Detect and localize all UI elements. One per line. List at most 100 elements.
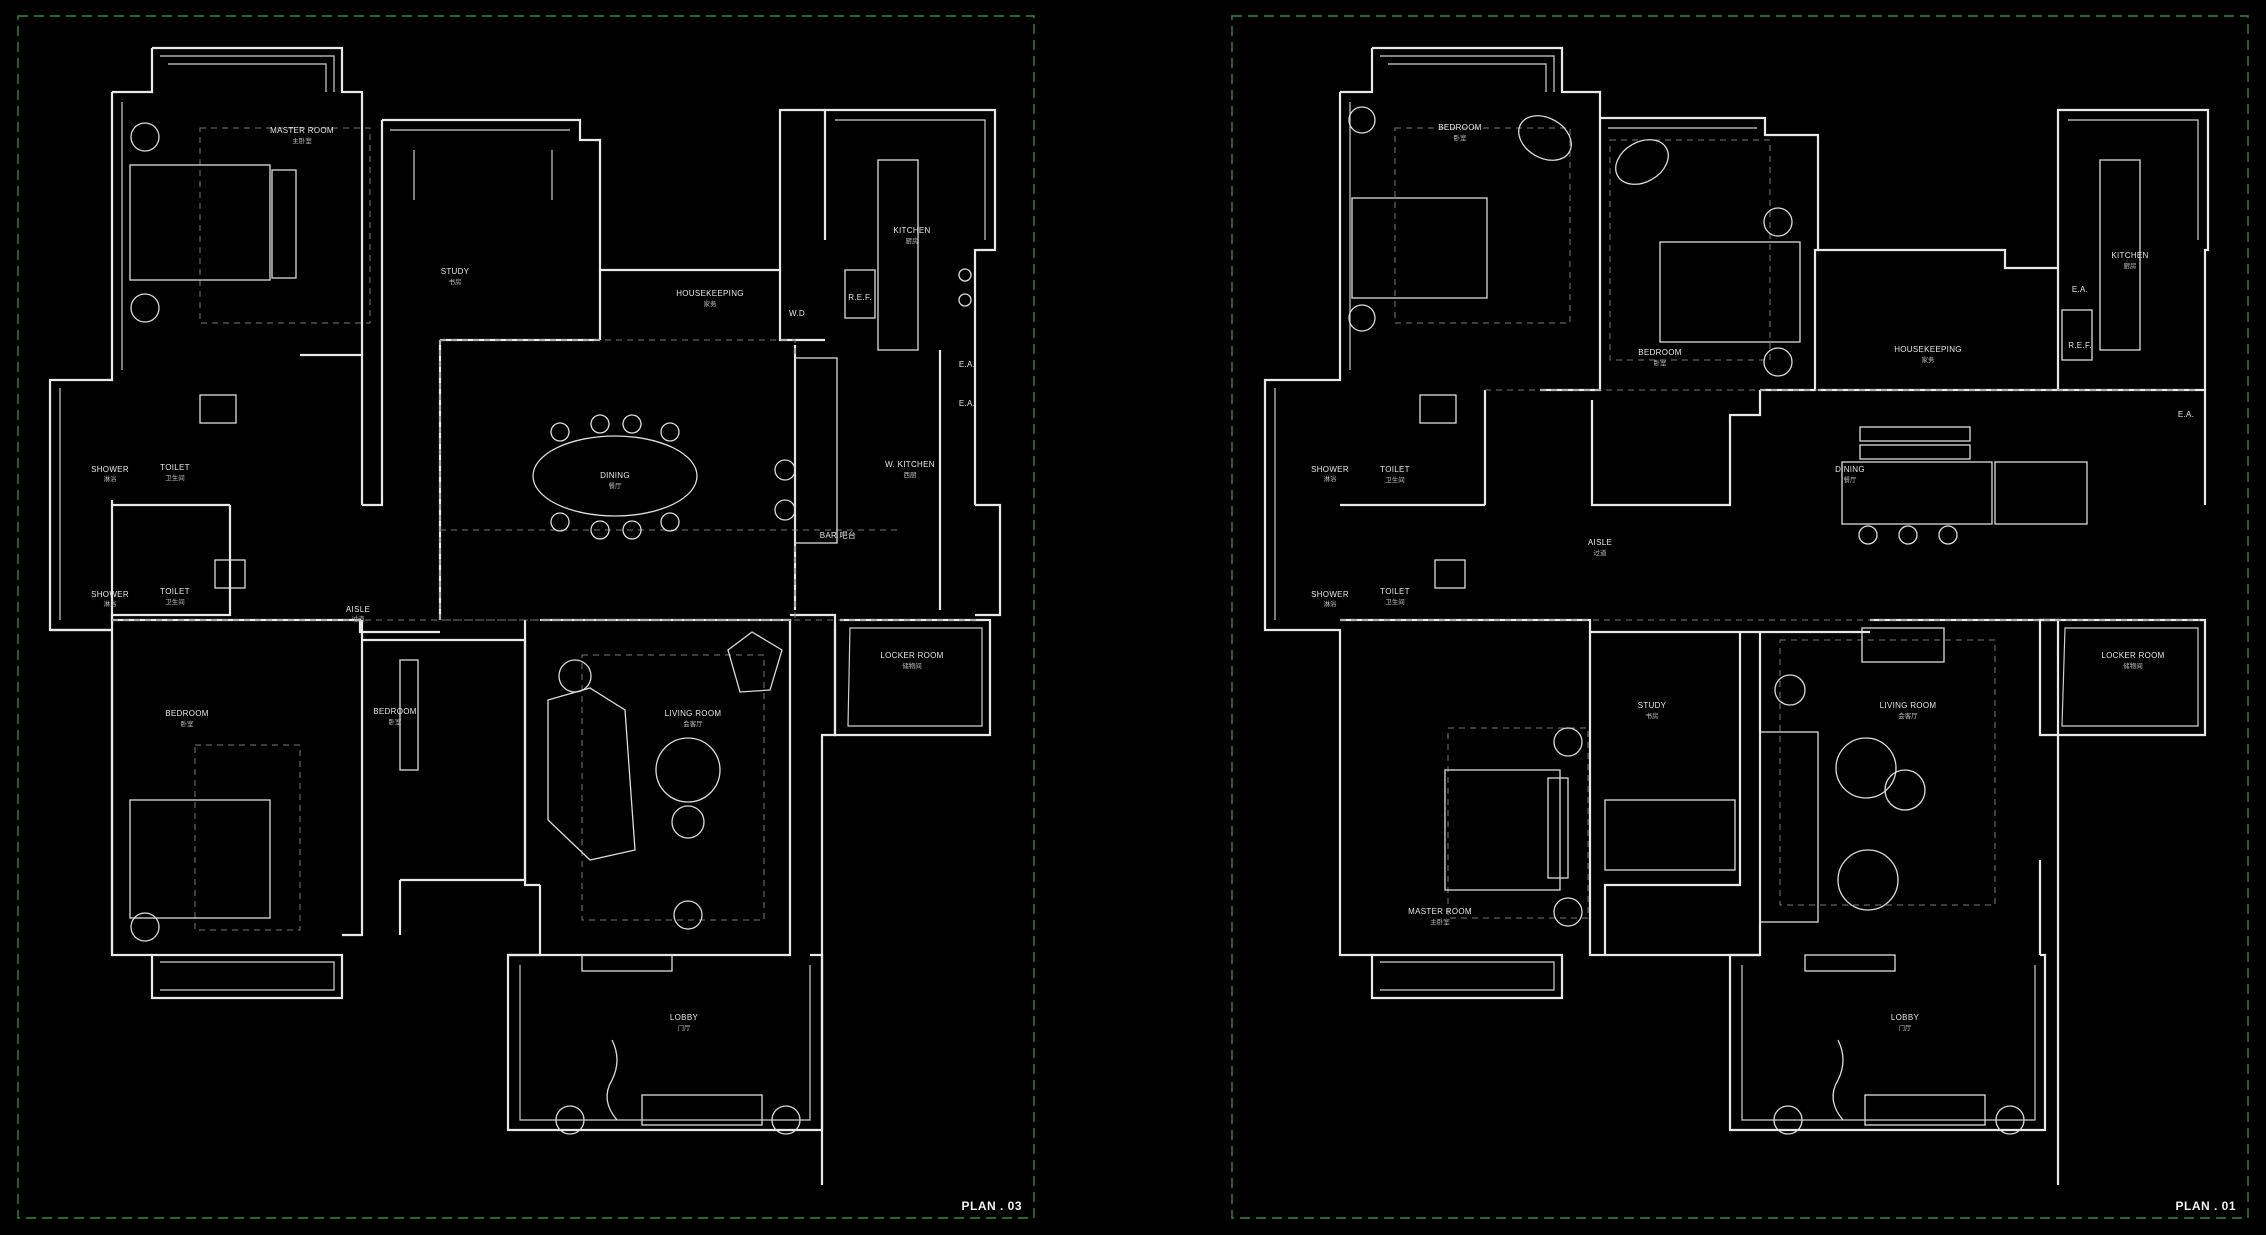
room-label-ea1: E.A. — [959, 360, 975, 369]
room-label-master: MASTER ROOM — [1408, 907, 1472, 916]
room-label-kitchen: KITCHEN — [893, 226, 930, 235]
lamp-icon — [130, 912, 160, 942]
svg-text:淋浴: 淋浴 — [1324, 474, 1338, 483]
svg-text:卫生间: 卫生间 — [165, 597, 185, 606]
lamp-icon — [1763, 207, 1793, 237]
master-bench — [1547, 777, 1569, 879]
coffee-table — [655, 737, 721, 803]
sheet-frame-right — [1231, 15, 2249, 1219]
lamp-icon — [1763, 347, 1793, 377]
lounge-chair — [1615, 139, 1669, 185]
room-label-living: LIVING ROOM — [1880, 701, 1937, 710]
side-table — [673, 900, 703, 930]
svg-text:淋浴: 淋浴 — [104, 599, 118, 608]
room-label-locker: LOCKER ROOM — [880, 651, 943, 660]
dining-table — [532, 435, 698, 517]
plan-dashed-zones — [112, 127, 980, 931]
room-label-toilet2: TOILET — [1380, 587, 1410, 596]
room-label-study: STUDY — [1638, 701, 1667, 710]
lamp-icon — [130, 293, 160, 323]
room-label-bar: BAR 吧台 — [820, 530, 856, 540]
room-label-ea2: E.A. — [959, 399, 975, 408]
svg-text:书房: 书房 — [1646, 711, 1659, 720]
room-label-study: STUDY — [441, 267, 470, 276]
side-table — [1774, 674, 1806, 706]
plan-title: PLAN . 01 — [2175, 1199, 2236, 1213]
kitchen-counter — [2099, 159, 2141, 351]
planter — [555, 1105, 585, 1135]
room-label-shower1: SHOWER — [1311, 465, 1349, 474]
bar-stool — [774, 499, 796, 521]
room-label-ea2: E.A. — [2178, 410, 2194, 419]
plan-01: PLAN . 01 — [1231, 15, 2249, 1219]
lamp-icon — [1553, 897, 1583, 927]
plan-furniture — [1348, 106, 2141, 1135]
room-labels: MASTER ROOM 主卧室 STUDY 书房 HOUSEKEEPING 家务… — [91, 126, 975, 1032]
svg-text:储物间: 储物间 — [902, 661, 922, 670]
basin — [199, 394, 237, 424]
dining-table — [1841, 461, 1993, 525]
svg-text:西厨: 西厨 — [904, 471, 918, 479]
svg-text:卧室: 卧室 — [1454, 133, 1468, 142]
lamp-icon — [1348, 304, 1376, 332]
svg-text:卫生间: 卫生间 — [1385, 475, 1405, 484]
room-label-living: LIVING ROOM — [665, 709, 722, 718]
dining-chair — [590, 414, 610, 434]
dining-chair — [622, 520, 642, 540]
hob-icon — [958, 293, 972, 307]
side-table — [1884, 769, 1926, 811]
room-label-lobby: LOBBY — [1891, 1013, 1920, 1022]
master-bed — [129, 164, 271, 281]
dining-chair — [660, 422, 680, 442]
dining-chair — [622, 414, 642, 434]
room-label-ea1: E.A. — [2072, 285, 2088, 294]
plan-walls — [1263, 46, 2210, 1185]
svg-text:卧室: 卧室 — [1654, 358, 1668, 367]
room-label-locker: LOCKER ROOM — [2101, 651, 2164, 660]
plant-icon — [606, 1039, 618, 1121]
room-label-shower2: SHOWER — [1311, 590, 1349, 599]
bar-stool — [774, 459, 796, 481]
room-label-wd: W.D — [789, 309, 805, 318]
bed — [129, 799, 271, 919]
side-table — [671, 805, 705, 839]
coffee-table — [1835, 737, 1897, 799]
svg-text:餐厅: 餐厅 — [609, 481, 623, 490]
svg-text:门厅: 门厅 — [1899, 1023, 1913, 1032]
bed — [1351, 197, 1488, 299]
sheet-frame-left — [17, 15, 1035, 1219]
lamp-icon — [1348, 106, 1376, 134]
room-label-toilet1: TOILET — [1380, 465, 1410, 474]
basin — [1434, 559, 1466, 589]
svg-text:书房: 书房 — [449, 277, 462, 286]
room-label-bedroom-a: BEDROOM — [1438, 123, 1481, 132]
plan-dashed-zones — [1340, 127, 2200, 919]
svg-text:会客厅: 会客厅 — [683, 719, 703, 728]
room-label-bedroom2: BEDROOM — [373, 707, 416, 716]
svg-text:厨房: 厨房 — [2124, 261, 2137, 270]
basin — [1419, 394, 1457, 424]
svg-text:过道: 过道 — [1594, 548, 1608, 557]
plan-walls — [48, 46, 1002, 1185]
console — [581, 954, 673, 972]
planter — [1773, 1105, 1803, 1135]
lounge-chair — [1837, 849, 1899, 911]
svg-text:餐厅: 餐厅 — [1844, 475, 1858, 484]
console — [1804, 954, 1896, 972]
room-labels: BEDROOM 卧室 BEDROOM 卧室 HOUSEKEEPING 家务 KI… — [1311, 123, 2194, 1032]
kitchen-island — [794, 357, 838, 544]
bar-stool — [1858, 525, 1878, 545]
dining-chair — [550, 422, 570, 442]
room-label-aisle: AISLE — [346, 605, 370, 614]
svg-text:厨房: 厨房 — [906, 236, 919, 245]
dining-chair — [550, 512, 570, 532]
svg-text:主卧室: 主卧室 — [292, 136, 312, 145]
room-label-shower2: SHOWER — [91, 590, 129, 599]
room-label-toilet2: TOILET — [160, 587, 190, 596]
svg-text:卫生间: 卫生间 — [165, 473, 185, 482]
svg-text:卧室: 卧室 — [389, 717, 403, 726]
sofa — [1759, 731, 1819, 923]
lounge-chair — [1518, 115, 1572, 161]
room-label-kitchen: KITCHEN — [2111, 251, 2148, 260]
